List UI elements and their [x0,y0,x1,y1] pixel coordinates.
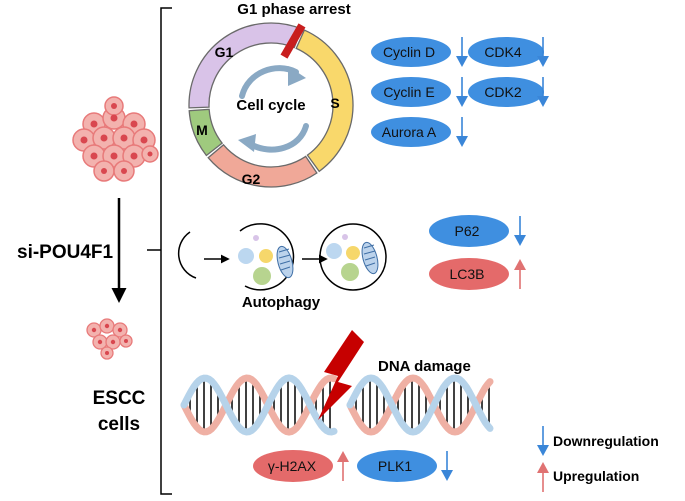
cdk4-label: CDK4 [484,44,522,60]
g2-segment [207,143,318,188]
escc-cell-cluster-small [86,318,133,360]
cyclin-e-down-icon [456,77,468,107]
gamma-h2ax-label: γ-H2AX [268,458,317,474]
g1-arrest-label: G1 phase arrest [237,1,350,18]
m-phase-label: M [196,122,208,138]
cdk4-down-icon [537,37,549,67]
g1-arrest-bar [280,23,306,59]
legend-down-arrow-icon [537,426,549,456]
cyclin-e-group: Cyclin E [371,77,468,107]
cdk2-ellipse [468,77,544,107]
autophagy-label: Autophagy [242,294,321,311]
cdk2-group: CDK2 [468,77,549,107]
autophagosome-icon [238,223,295,291]
cycle-arrow-upper [239,65,299,99]
autolysosome-icon [319,223,387,291]
cdk2-down-icon [537,77,549,107]
gamma-h2ax-up-icon [337,451,349,481]
cdk4-ellipse [468,37,544,67]
plk1-group: PLK1 [357,450,453,482]
cdk4-group: CDK4 [468,37,549,67]
gamma-h2ax-group: γ-H2AX [253,450,349,482]
legend-up-label: Upregulation [553,468,639,484]
cyclin-e-ellipse [371,77,451,107]
cyclin-d-ellipse [371,37,451,67]
lightning-bolt-icon [318,330,364,420]
aurora-a-down-icon [456,117,468,147]
escc-cell-cluster-large [72,96,159,182]
p62-ellipse [429,215,509,247]
lc3b-group: LC3B [429,258,526,290]
aurora-a-group: Aurora A [371,117,468,147]
lc3b-up-icon [514,259,526,289]
escc-label-line1: ESCC [93,388,146,409]
plk1-down-icon [441,451,453,481]
cyclin-d-label: Cyclin D [383,44,435,60]
g2-phase-label: G2 [242,171,261,187]
cyclin-d-down-icon [456,37,468,67]
plk1-label: PLK1 [378,458,412,474]
dna-damage-label: DNA damage [378,358,471,375]
legend-up-arrow-icon [537,462,549,492]
escc-label-line2: cells [98,414,140,435]
cyclin-d-group: Cyclin D [371,37,468,67]
gamma-h2ax-ellipse [253,450,333,482]
aurora-a-label: Aurora A [382,124,437,140]
p62-group: P62 [429,215,526,247]
g1-phase-label: G1 [215,44,234,60]
cdk2-label: CDK2 [484,84,522,100]
p62-label: P62 [455,223,480,239]
s-phase-label: S [330,95,339,111]
aurora-a-ellipse [371,117,451,147]
lc3b-label: LC3B [449,266,484,282]
m-segment [188,108,224,157]
cell-cycle-center-label: Cell cycle [236,97,305,114]
dna-helix-right [346,374,494,436]
treatment-label: si-POU4F1 [17,242,114,263]
dna-helix-left [180,374,338,436]
cycle-arrow-upper-head [288,66,306,86]
lc3b-ellipse [429,258,509,290]
legend: Downregulation Upregulation [537,426,659,492]
cyclin-e-label: Cyclin E [383,84,434,100]
plk1-ellipse [357,450,437,482]
cycle-arrow-lower [247,123,309,153]
cycle-arrow-lower-head [238,134,256,152]
p62-down-icon [514,216,526,246]
phagophore-icon [177,231,197,279]
legend-down-label: Downregulation [553,433,659,449]
s-segment [295,29,354,173]
autophagy-schematic [177,223,387,291]
bracket [147,7,172,495]
